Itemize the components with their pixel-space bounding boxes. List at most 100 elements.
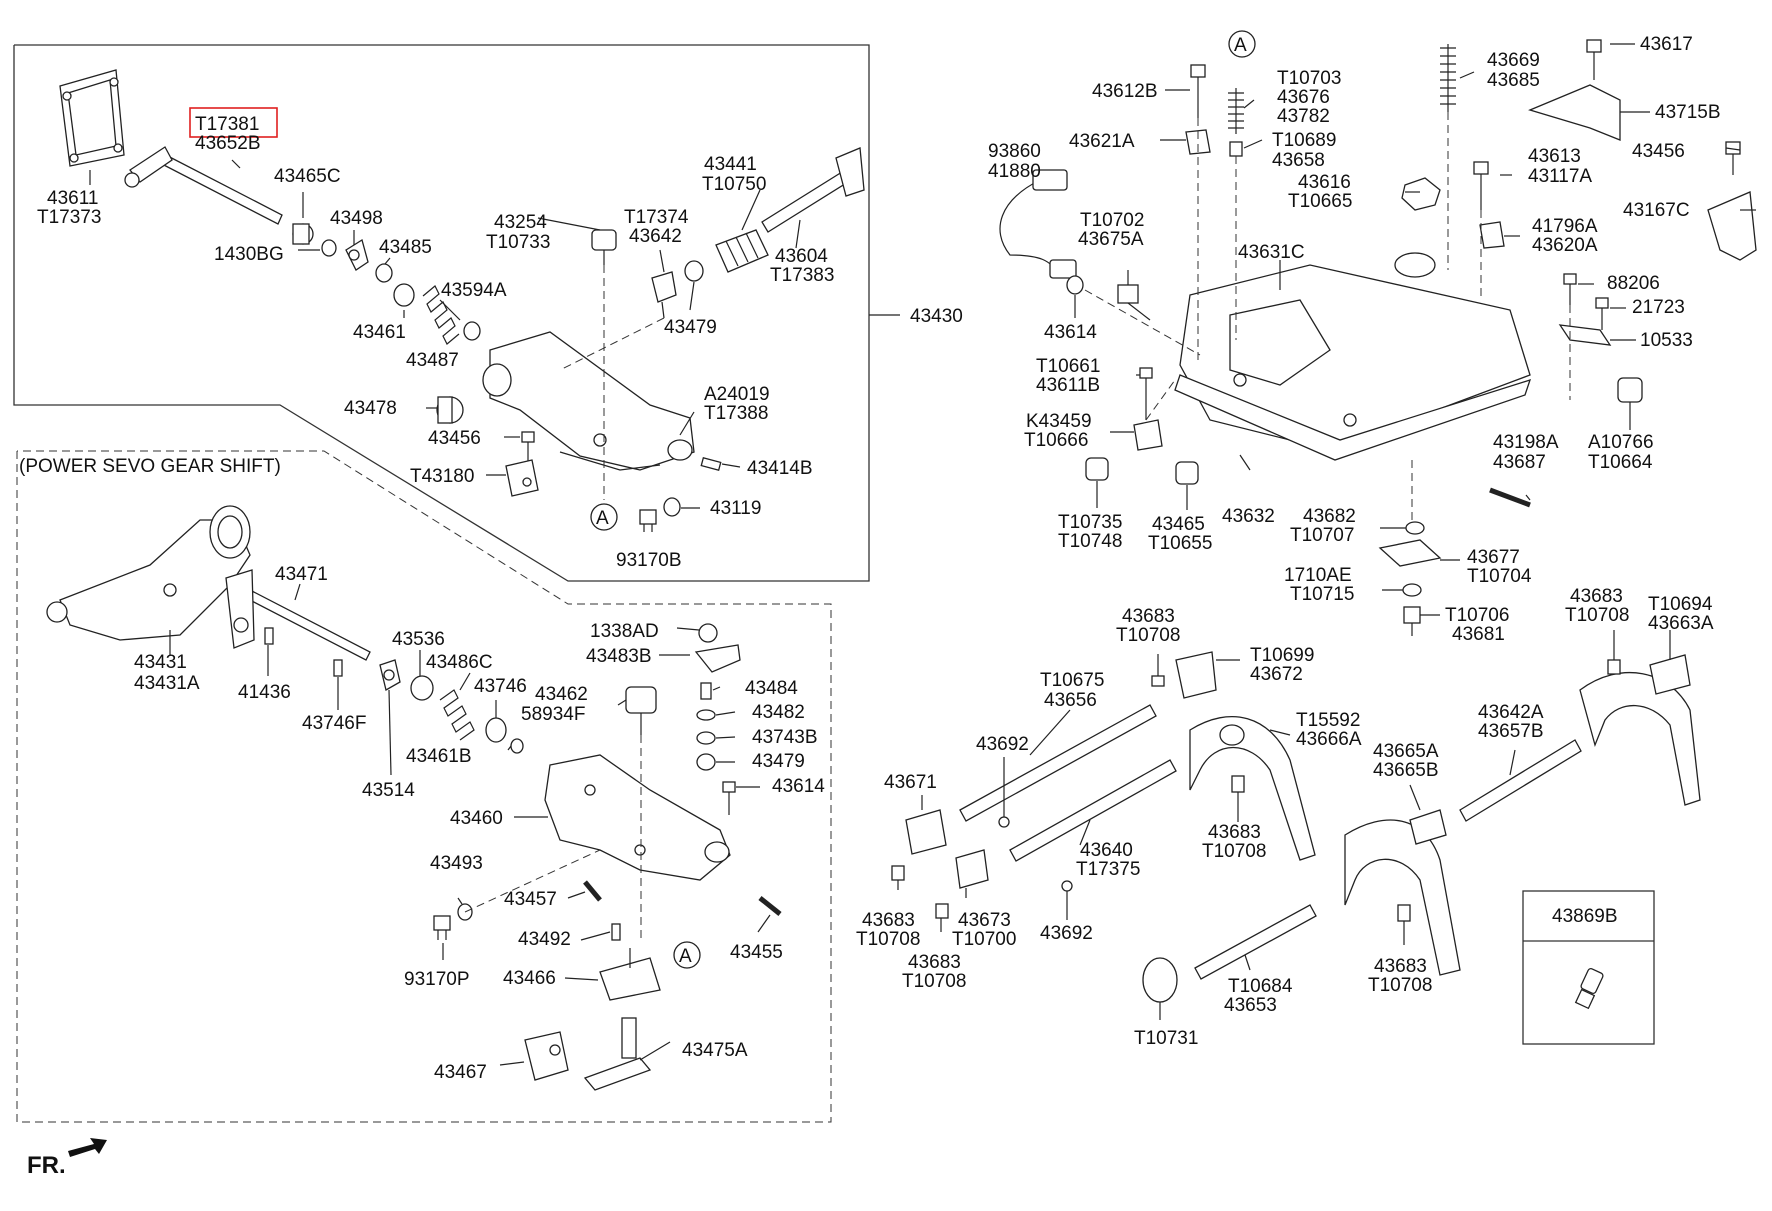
callout-line: 43652B xyxy=(195,133,261,154)
callout-43482[interactable]: 43482 xyxy=(752,702,805,723)
callout-43483b[interactable]: 43483B xyxy=(586,646,652,667)
callout-43475a[interactable]: 43475A xyxy=(682,1040,748,1061)
legend-box[interactable]: 43869B xyxy=(1522,890,1655,1045)
callout-43460[interactable]: 43460 xyxy=(450,808,503,829)
callout-41436[interactable]: 41436 xyxy=(238,682,291,703)
callout-43536[interactable]: 43536 xyxy=(392,629,445,650)
callout-t43180[interactable]: T43180 xyxy=(410,466,474,487)
callout-43457[interactable]: 43457 xyxy=(504,889,557,910)
callout-43621a[interactable]: 43621A xyxy=(1069,131,1135,152)
callout-43484[interactable]: 43484 xyxy=(745,678,798,699)
callout-line: T10694 xyxy=(1648,594,1713,615)
callout-43456-right[interactable]: 43456 xyxy=(1632,141,1685,162)
callout-1338ad[interactable]: 1338AD xyxy=(590,621,659,642)
callout-43479-servo[interactable]: 43479 xyxy=(752,751,805,772)
callout-43612b[interactable]: 43612B xyxy=(1092,81,1158,102)
callout-43492[interactable]: 43492 xyxy=(518,929,571,950)
callout-43743b[interactable]: 43743B xyxy=(752,727,818,748)
callout-88206[interactable]: 88206 xyxy=(1607,273,1660,294)
callout-43692-a[interactable]: 43692 xyxy=(976,734,1029,755)
callout-43456[interactable]: 43456 xyxy=(428,428,481,449)
callout-43486c[interactable]: 43486C xyxy=(426,652,493,673)
callout-43485[interactable]: 43485 xyxy=(379,237,432,258)
callout-21723[interactable]: 21723 xyxy=(1632,297,1685,318)
callout-43479[interactable]: 43479 xyxy=(664,317,717,338)
callout-43631c[interactable]: 43631C xyxy=(1238,242,1305,263)
callout-43167c[interactable]: 43167C xyxy=(1623,200,1690,221)
callout-43632[interactable]: 43632 xyxy=(1222,506,1275,527)
callout-43671[interactable]: 43671 xyxy=(884,772,937,793)
callout-43614-servo[interactable]: 43614 xyxy=(772,776,825,797)
callout-43692-b[interactable]: 43692 xyxy=(1040,923,1093,944)
callout-43461[interactable]: 43461 xyxy=(353,322,406,343)
callout-43498[interactable]: 43498 xyxy=(330,208,383,229)
callout-43617[interactable]: 43617 xyxy=(1640,34,1693,55)
callout-t10731[interactable]: T10731 xyxy=(1134,1028,1198,1049)
callout-43493[interactable]: 43493 xyxy=(430,853,483,874)
callout-43715b[interactable]: 43715B xyxy=(1655,102,1721,123)
callout-43465c[interactable]: 43465C xyxy=(274,166,341,187)
callout-1430bg[interactable]: 1430BG xyxy=(214,244,284,265)
callout-43119[interactable]: 43119 xyxy=(710,498,761,519)
callout-43471[interactable]: 43471 xyxy=(275,564,328,585)
callout-43746f[interactable]: 43746F xyxy=(302,713,366,734)
callout-43467[interactable]: 43467 xyxy=(434,1062,487,1083)
callout-10533[interactable]: 10533 xyxy=(1640,330,1693,351)
callout-43514[interactable]: 43514 xyxy=(362,780,415,801)
callout-43461b[interactable]: 43461B xyxy=(406,746,472,767)
callout-43430[interactable]: 43430 xyxy=(910,306,963,327)
callout-93170b[interactable]: 93170B xyxy=(616,550,682,571)
callout-43594a[interactable]: 43594A xyxy=(441,280,507,301)
callout-43614[interactable]: 43614 xyxy=(1044,322,1097,343)
callout-93170p[interactable]: 93170P xyxy=(404,969,470,990)
callout-43455[interactable]: 43455 xyxy=(730,942,783,963)
callout-43487[interactable]: 43487 xyxy=(406,350,459,371)
callout-43414b[interactable]: 43414B xyxy=(747,458,813,479)
callout-43478[interactable]: 43478 xyxy=(344,398,397,419)
callout-43466[interactable]: 43466 xyxy=(503,968,556,989)
callout-43746[interactable]: 43746 xyxy=(474,676,527,697)
